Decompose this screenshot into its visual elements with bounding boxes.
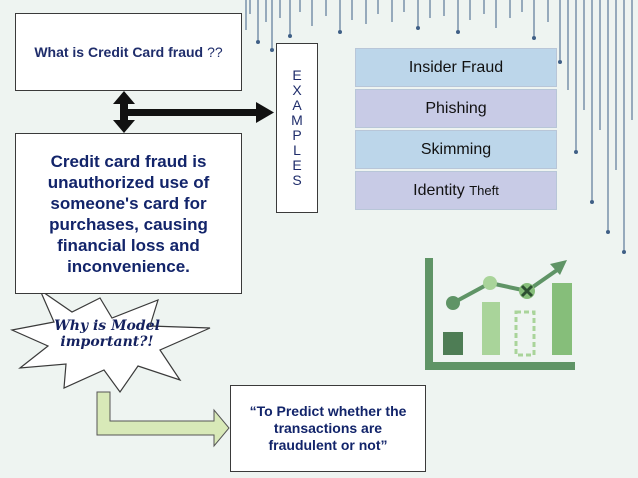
examples-letter: P xyxy=(292,127,302,143)
question-text: What is Credit Card fraud xyxy=(34,44,204,60)
example-label: Phishing xyxy=(425,99,487,117)
question-marks: ?? xyxy=(207,44,223,60)
example-label: Identity xyxy=(413,181,465,199)
example-item-identity-theft: Identity Theft xyxy=(355,171,557,210)
example-label: Skimming xyxy=(420,140,492,158)
example-label-tail: Theft xyxy=(469,183,499,198)
double-arrow-connector xyxy=(113,91,274,133)
bent-arrow xyxy=(96,391,230,448)
examples-letter: X xyxy=(292,82,302,98)
why-part2: important?! xyxy=(60,334,154,350)
examples-letter: L xyxy=(293,142,301,158)
rain-dots-decoration xyxy=(256,26,626,254)
definition-text: Credit card fraud is unauthorized use of… xyxy=(47,151,210,276)
explosion-star xyxy=(10,288,211,394)
examples-letter: A xyxy=(292,97,302,113)
why-model-important-text: Why is Model important?! xyxy=(42,318,172,350)
example-label: Insider Fraud xyxy=(408,58,504,76)
examples-label-box: E X A M P L E S xyxy=(276,43,318,213)
examples-letter: E xyxy=(292,157,302,173)
example-item-insider-fraud: Insider Fraud xyxy=(355,48,557,87)
examples-letter: S xyxy=(292,172,302,188)
example-item-phishing: Phishing xyxy=(355,89,557,128)
examples-letter: E xyxy=(292,67,302,83)
why-part1: Why is xyxy=(54,318,112,334)
prediction-text: “To Predict whether the transactions are… xyxy=(249,403,407,453)
why-model: Model xyxy=(111,318,160,334)
rain-lines-decoration xyxy=(245,0,633,250)
examples-list: Insider Fraud Phishing Skimming Identity… xyxy=(355,48,557,212)
prediction-box: “To Predict whether the transactions are… xyxy=(230,385,426,472)
examples-letter: M xyxy=(291,112,303,128)
example-item-skimming: Skimming xyxy=(355,130,557,169)
question-box: What is Credit Card fraud ?? xyxy=(15,13,242,91)
definition-box: Credit card fraud is unauthorized use of… xyxy=(15,133,242,294)
growth-chart-icon xyxy=(425,258,575,370)
